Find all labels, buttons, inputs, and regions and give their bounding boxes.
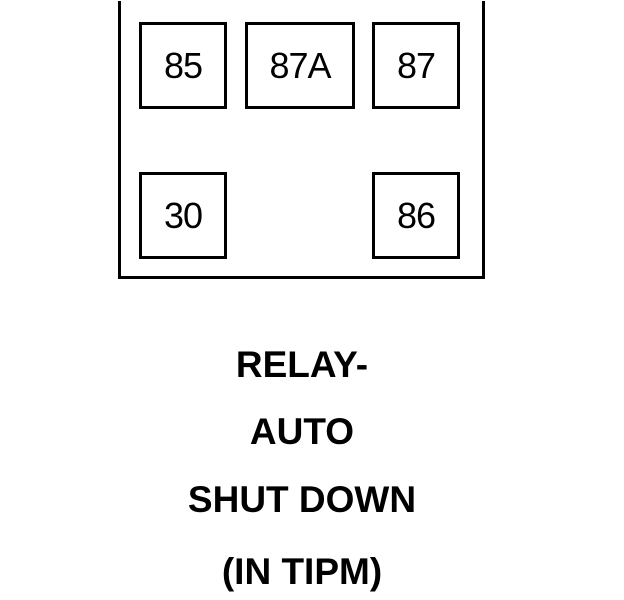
caption-line-relay: RELAY- xyxy=(235,344,369,385)
terminal-30: 30 xyxy=(139,172,227,259)
terminal-85: 85 xyxy=(139,22,227,109)
relay-housing xyxy=(118,1,485,279)
caption-line-auto: AUTO xyxy=(249,411,355,452)
caption-line-shut-down: SHUT DOWN xyxy=(187,479,417,520)
terminal-87a: 87A xyxy=(245,22,355,109)
terminal-87: 87 xyxy=(372,22,460,109)
caption-line-location: (IN TIPM) xyxy=(221,551,383,592)
terminal-86: 86 xyxy=(372,172,460,259)
